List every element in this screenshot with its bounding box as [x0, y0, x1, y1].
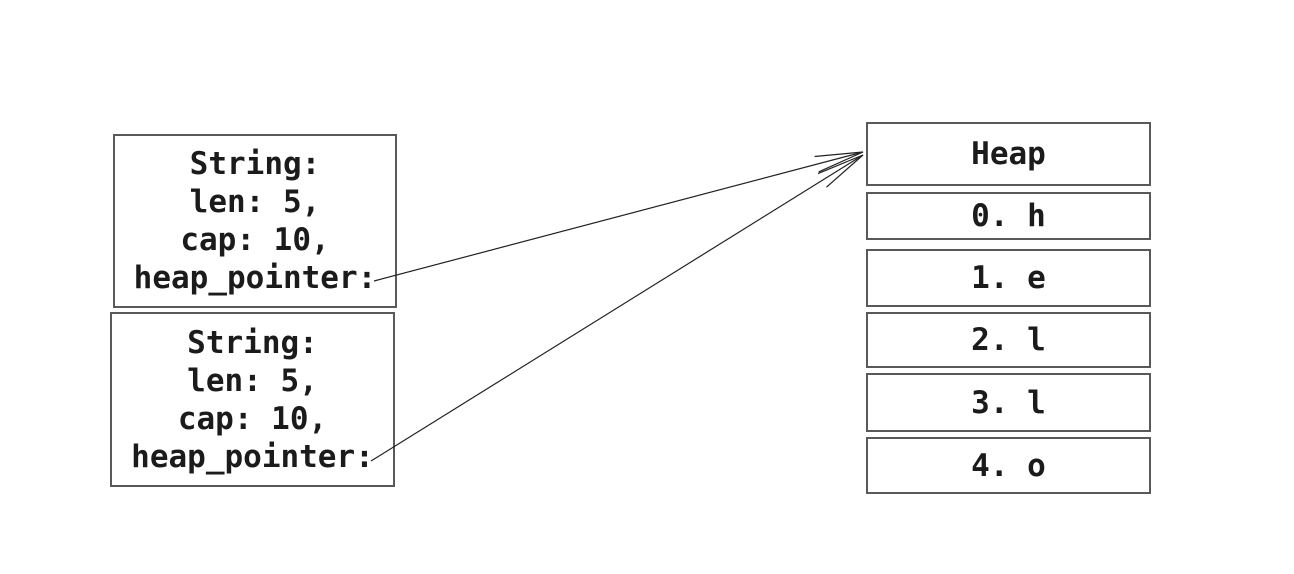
struct1-cap: cap: 10, — [180, 222, 330, 258]
struct1-heap-pointer: heap_pointer: — [133, 260, 377, 296]
heap-cell-0: 0. h — [866, 192, 1151, 240]
heap-pointer-arrow-2 — [370, 154, 864, 462]
struct2-cap: cap: 10, — [177, 400, 328, 437]
string-struct-box-1: String: len: 5, cap: 10, heap_pointer: — [113, 134, 397, 308]
heap-header: Heap — [866, 122, 1151, 186]
struct2-len: len: 5, — [187, 362, 318, 399]
heap-pointer-arrow-1 — [373, 151, 864, 282]
heap-cell-3: 3. l — [866, 373, 1151, 432]
string-struct-box-2: String: len: 5, cap: 10, heap_pointer: — [110, 312, 395, 487]
heap-cell-1: 1. e — [866, 249, 1151, 307]
struct1-len: len: 5, — [189, 184, 321, 220]
heap-cell-2: 2. l — [866, 312, 1151, 368]
heap-cell-4: 4. o — [866, 437, 1151, 494]
struct1-title: String: — [189, 146, 321, 182]
struct2-title: String: — [187, 324, 318, 361]
struct2-heap-pointer: heap_pointer: — [131, 438, 374, 475]
